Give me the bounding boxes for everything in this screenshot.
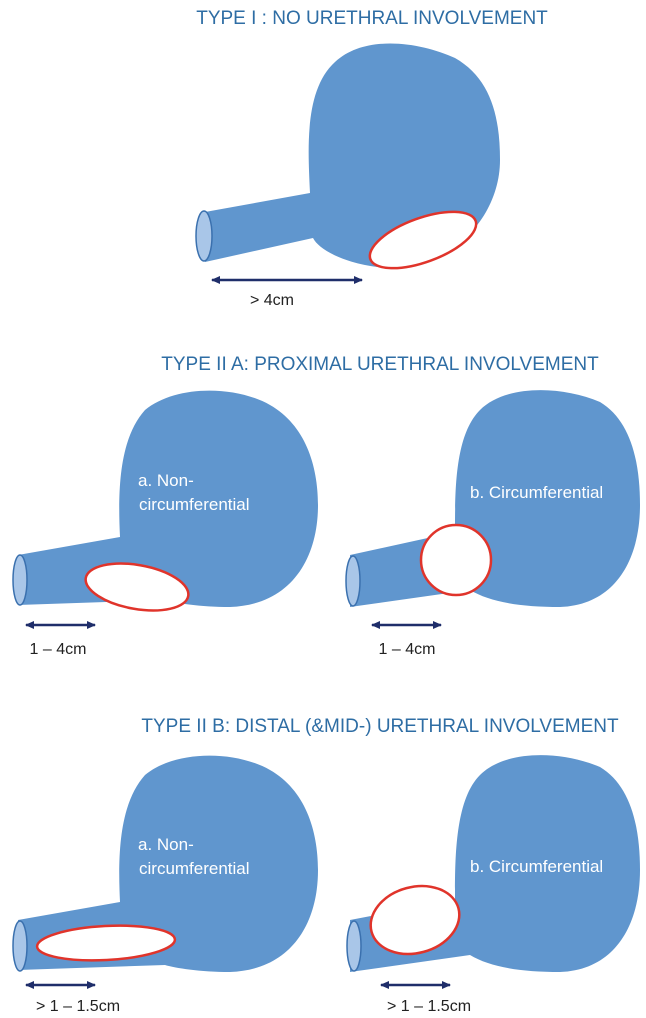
type1-bladder-shape [205,43,500,268]
type2a-left-label-line1: a. Non- [138,471,194,490]
type2a-right-urethral-opening [345,555,361,607]
type2b-left-diagram: a. Non- circumferential > 1 – 1.5cm [12,755,318,1015]
type2a-left-label-line2: circumferential [139,495,250,514]
type2a-right-defect-circle [419,523,493,597]
type1-urethral-opening [195,210,213,262]
type2b-left-label-line2: circumferential [139,859,250,878]
type2a-left-diagram: a. Non- circumferential 1 – 4cm [12,390,318,658]
type2b-right-label: b. Circumferential [470,857,603,876]
type2a-left-defect-ellipse [84,562,190,612]
type1-measure-label: > 4cm [250,292,294,309]
type2a-right-label: b. Circumferential [470,483,603,502]
type1-heading: TYPE I : NO URETHRAL INVOLVEMENT [196,8,548,29]
type2b-left-urethral-opening [12,920,28,972]
type1-defect-ellipse [368,210,478,270]
type2a-left-urethral-opening [12,554,28,606]
type2b-heading: TYPE II B: DISTAL (&MID-) URETHRAL INVOL… [141,716,619,737]
type2a-heading: TYPE II A: PROXIMAL URETHRAL INVOLVEMENT [161,354,599,375]
type2a-right-measure-label: 1 – 4cm [379,641,436,658]
type2b-left-defect-ellipse [35,924,177,962]
type2b-right-defect-ellipse [369,884,461,956]
type2b-left-measure-label: > 1 – 1.5cm [36,998,120,1015]
type2a-left-bladder-shape [18,390,318,607]
type2b-right-urethral-opening [346,920,362,972]
type2b-left-label-line1: a. Non- [138,835,194,854]
type2b-right-diagram: b. Circumferential > 1 – 1.5cm [346,755,640,1015]
type2a-right-diagram: b. Circumferential 1 – 4cm [345,390,640,658]
type1-diagram: > 4cm [195,43,500,309]
type2b-left-bladder-shape [18,755,318,972]
type2a-left-measure-label: 1 – 4cm [30,641,87,658]
type2b-right-measure-label: > 1 – 1.5cm [387,998,471,1015]
